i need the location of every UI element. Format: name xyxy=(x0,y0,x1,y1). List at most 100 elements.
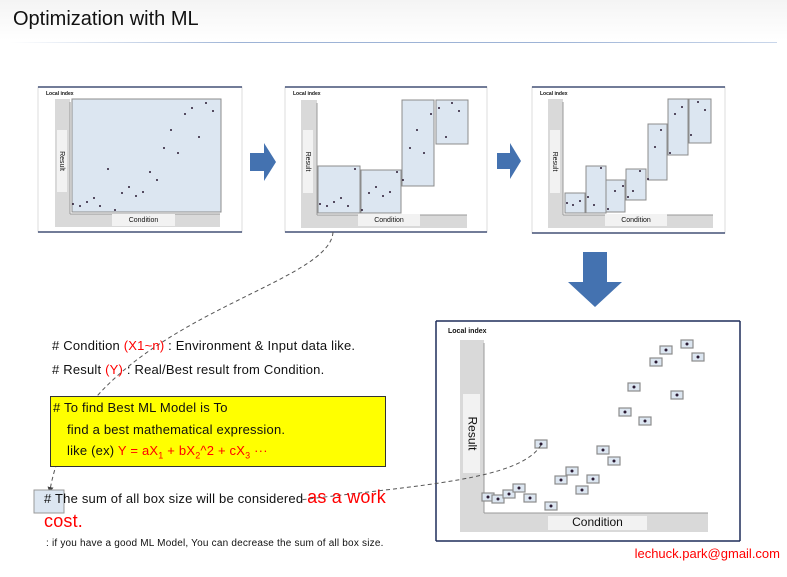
cluster-box xyxy=(667,98,689,156)
data-point xyxy=(607,208,609,210)
data-point xyxy=(632,385,636,389)
data-point xyxy=(539,442,543,446)
example-prefix: like (ex) xyxy=(67,443,118,458)
footnote: : if you have a good ML Model, You can d… xyxy=(46,538,384,549)
data-point xyxy=(79,205,81,207)
title-divider xyxy=(10,42,777,43)
data-point xyxy=(654,146,656,148)
data-point xyxy=(156,179,158,181)
x-axis-label: Condition xyxy=(572,515,623,529)
data-point xyxy=(438,107,440,109)
title-bar xyxy=(0,0,787,40)
data-point xyxy=(396,171,398,173)
y-label-box xyxy=(303,130,313,193)
arrow-right-icon xyxy=(497,143,521,179)
data-point xyxy=(639,170,641,172)
cluster-box xyxy=(435,99,469,145)
arrow-right-icon xyxy=(250,143,276,181)
result-note: # Result (Y) : Real/Best result from Con… xyxy=(52,362,324,377)
data-point xyxy=(121,192,123,194)
formula-part: ··· xyxy=(250,443,268,458)
y-label-box xyxy=(463,394,480,473)
data-point xyxy=(340,197,342,199)
data-point xyxy=(507,492,511,496)
cluster-box xyxy=(585,165,607,214)
data-point xyxy=(375,186,377,188)
data-point xyxy=(704,109,706,111)
data-point xyxy=(496,497,500,501)
data-point xyxy=(93,197,95,199)
x-label-box xyxy=(548,516,647,530)
data-point xyxy=(142,191,144,193)
data-point xyxy=(163,147,165,149)
local-index-label: Local index xyxy=(448,328,487,335)
data-point xyxy=(570,469,574,473)
box-line-3: like (ex) Y = aX1 + bX2^2 + cX3 ··· xyxy=(67,440,401,467)
data-point xyxy=(389,191,391,193)
data-point xyxy=(559,478,563,482)
data-point xyxy=(177,152,179,154)
formula-sub: 1 xyxy=(158,450,164,461)
x-label-box xyxy=(358,214,420,226)
data-point xyxy=(580,488,584,492)
data-point xyxy=(402,179,404,181)
data-point xyxy=(333,201,335,203)
data-point xyxy=(697,101,699,103)
data-point xyxy=(184,113,186,115)
data-point xyxy=(319,203,321,205)
data-point xyxy=(579,200,581,202)
data-point xyxy=(600,167,602,169)
y-axis-label: Result xyxy=(58,151,65,171)
cluster-box xyxy=(401,99,435,187)
result-description: : Real/Best result from Condition. xyxy=(123,362,325,377)
data-point xyxy=(654,360,658,364)
data-point xyxy=(326,205,328,207)
data-point xyxy=(601,448,605,452)
data-point xyxy=(135,195,137,197)
data-point xyxy=(696,355,700,359)
formula-sub: 3 xyxy=(245,450,251,461)
data-point xyxy=(647,178,649,180)
formula-part: ^2 + cX xyxy=(200,443,246,458)
data-point xyxy=(664,348,668,352)
data-point xyxy=(517,486,521,490)
local-index-label: Local index xyxy=(540,91,568,97)
cluster-box xyxy=(647,123,668,181)
data-point xyxy=(451,102,453,104)
data-point xyxy=(191,107,193,109)
data-point xyxy=(458,110,460,112)
data-point xyxy=(423,152,425,154)
data-point xyxy=(149,171,151,173)
data-point xyxy=(623,410,627,414)
data-point xyxy=(99,205,101,207)
data-point xyxy=(528,496,532,500)
author-email[interactable]: lechuck.park@gmail.com xyxy=(634,546,780,561)
condition-description: : Environment & Input data like. xyxy=(164,338,356,353)
chart-panel xyxy=(435,320,741,542)
y-label-box xyxy=(550,130,560,193)
data-point xyxy=(445,136,447,138)
highlight-box: # To find Best ML Model is To find a bes… xyxy=(50,396,386,467)
data-point xyxy=(409,147,411,149)
data-point xyxy=(660,129,662,131)
data-point xyxy=(593,204,595,206)
data-point xyxy=(643,419,647,423)
formula-part: + bX xyxy=(163,443,196,458)
unit-box xyxy=(33,489,65,514)
condition-label: # Condition xyxy=(52,338,124,353)
result-label: # Result xyxy=(52,362,106,377)
formula: Y = aX1 + bX2^2 + cX3 ··· xyxy=(117,443,268,461)
condition-variable: (X1~n) xyxy=(123,338,165,353)
cluster-box xyxy=(605,179,626,213)
y-axis-label: Result xyxy=(465,416,479,451)
x-label-box xyxy=(112,214,175,226)
formula-part: Y = aX xyxy=(117,443,159,458)
box-line-2: find a best mathematical expression. xyxy=(67,422,286,437)
box-line-1: # To find Best ML Model is To xyxy=(53,400,228,415)
data-point xyxy=(212,110,214,112)
data-point xyxy=(198,136,200,138)
cost-note: # The sum of all box size will be consid… xyxy=(44,486,424,534)
data-point xyxy=(170,129,172,131)
data-point xyxy=(675,393,679,397)
